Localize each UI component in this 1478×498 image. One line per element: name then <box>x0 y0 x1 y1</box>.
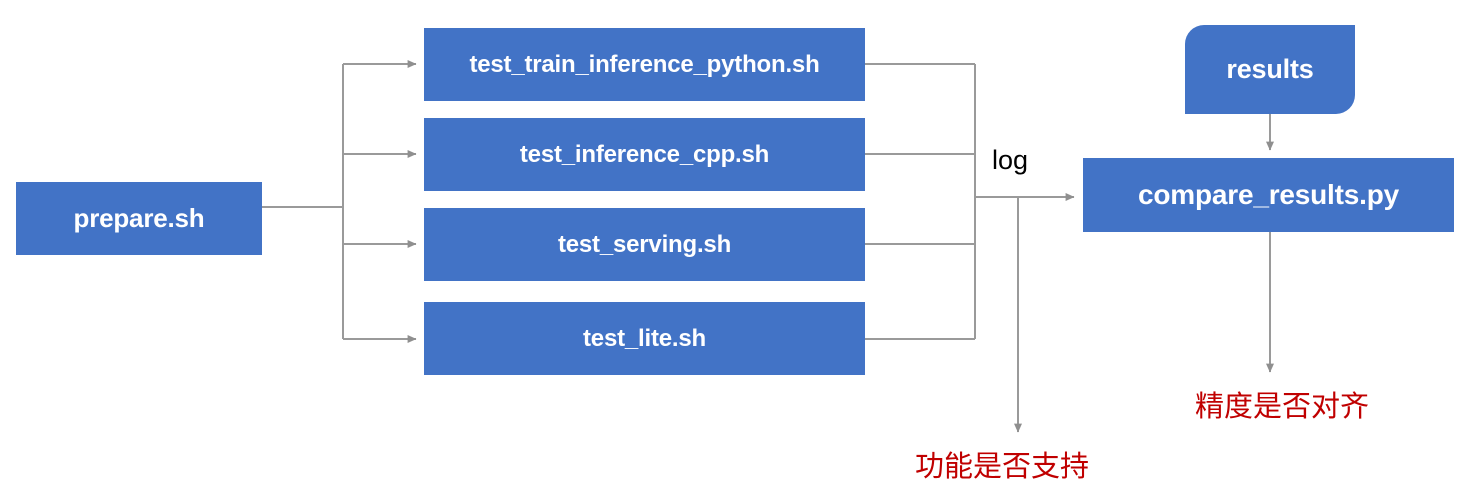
node-test-train-inference-python-sh-label: test_train_inference_python.sh <box>469 50 820 78</box>
node-compare-results-py-label: compare_results.py <box>1138 179 1399 210</box>
node-test-lite-sh[interactable]: test_lite.sh <box>424 302 865 375</box>
node-test-inference-cpp-sh-label: test_inference_cpp.sh <box>519 140 770 168</box>
edge-label-log: log <box>992 145 1029 175</box>
note-precision-aligned: 精度是否对齐 <box>1195 389 1370 423</box>
node-prepare-sh-label: prepare.sh <box>73 203 205 233</box>
node-test-serving-sh-label: test_serving.sh <box>557 230 732 258</box>
node-test-lite-sh-label: test_lite.sh <box>583 324 706 352</box>
note-function-supported: 功能是否支持 <box>915 449 1090 483</box>
node-prepare-sh[interactable]: prepare.sh <box>16 182 262 255</box>
node-results[interactable]: results <box>1185 25 1355 114</box>
node-test-serving-sh[interactable]: test_serving.sh <box>424 208 865 281</box>
node-compare-results-py[interactable]: compare_results.py <box>1083 158 1454 232</box>
node-test-inference-cpp-sh[interactable]: test_inference_cpp.sh <box>424 118 865 191</box>
node-results-label: results <box>1226 54 1314 84</box>
node-test-train-inference-python-sh[interactable]: test_train_inference_python.sh <box>424 28 865 101</box>
